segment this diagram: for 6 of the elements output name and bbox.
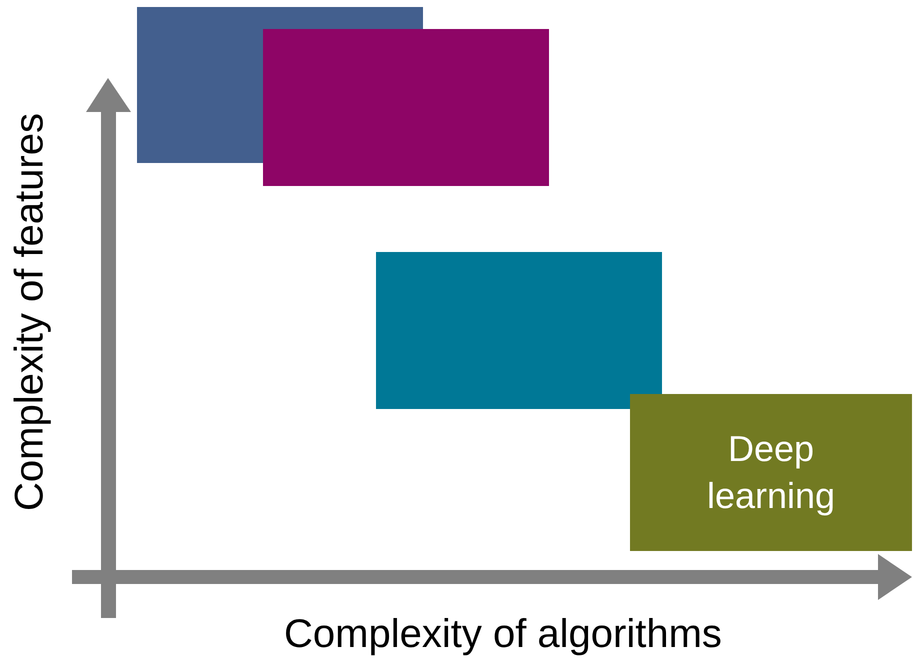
box [263, 29, 549, 186]
axis-title: Complexity of algorithms [284, 612, 722, 657]
box [376, 252, 662, 409]
box [630, 394, 912, 551]
box-label: Deep learning [706, 426, 836, 518]
axis-title: Complexity of features [8, 113, 52, 511]
